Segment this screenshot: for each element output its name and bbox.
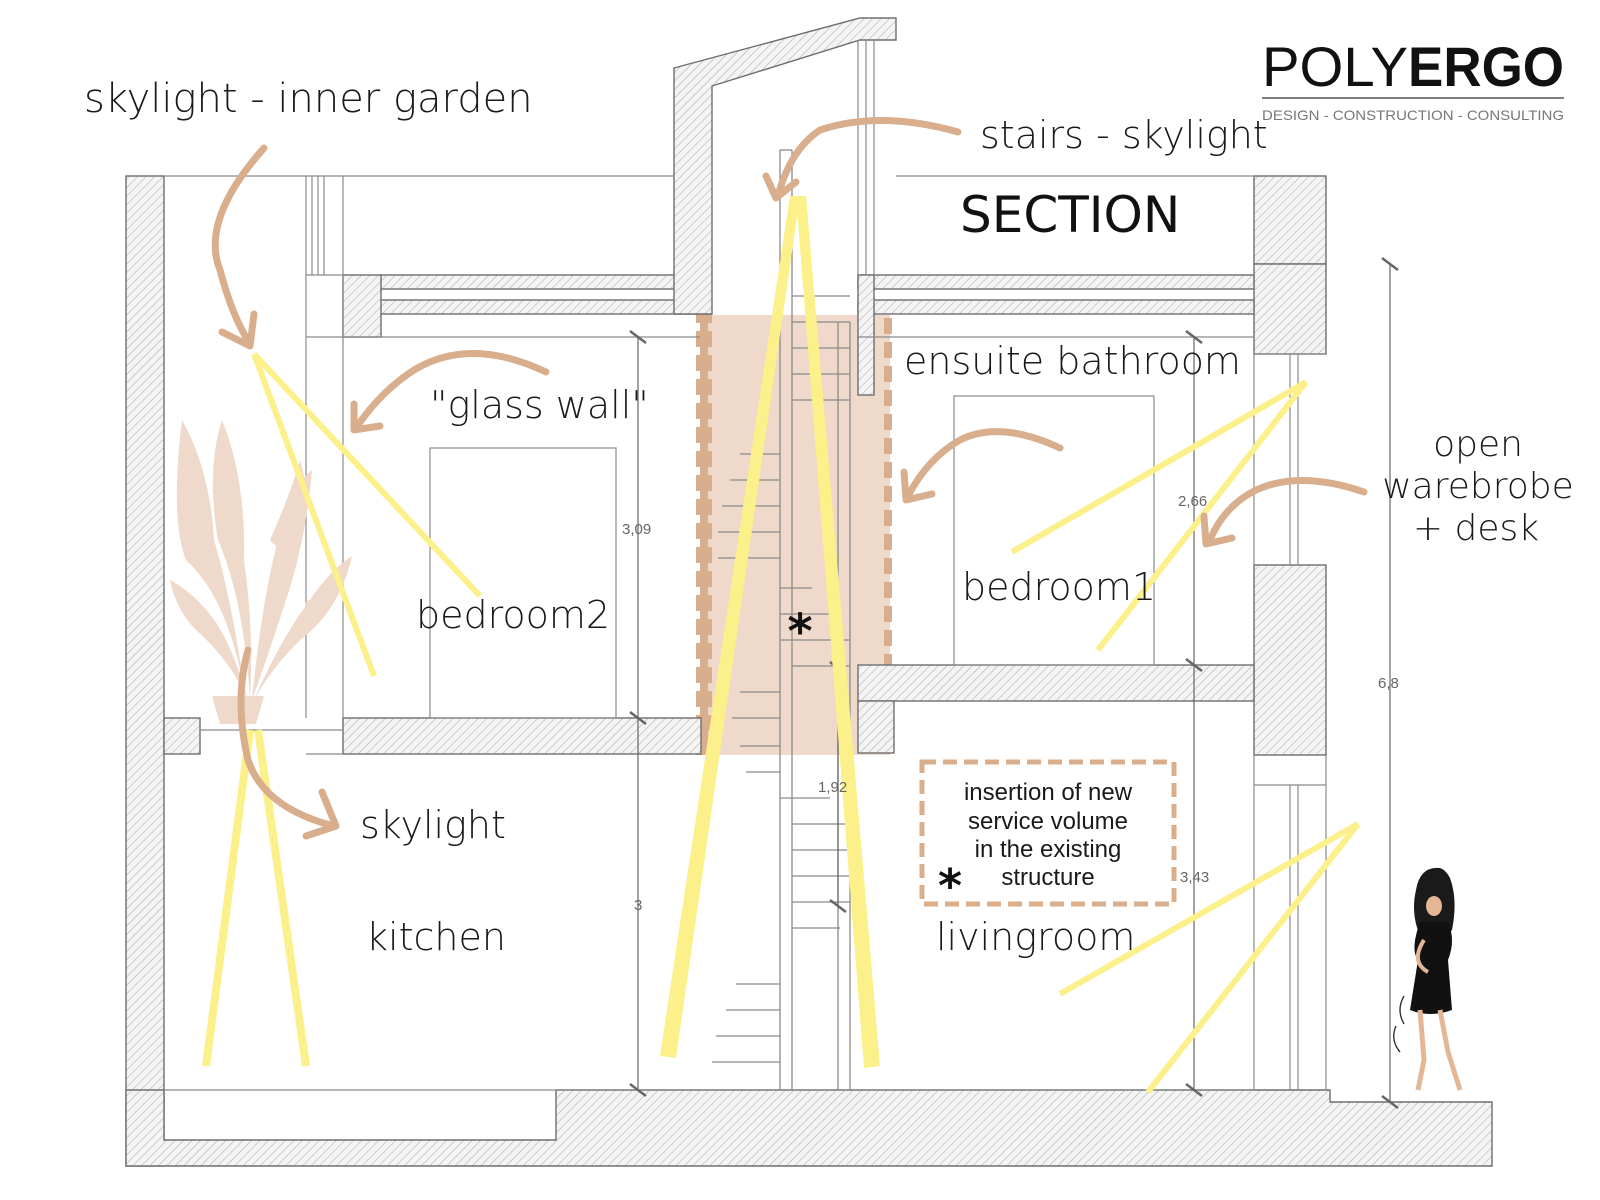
label-open-wardrobe-3: + desk [1413, 508, 1539, 549]
dimension-3: 3 [634, 897, 642, 914]
note-line-3: in the existing [975, 836, 1122, 863]
dimension-192: 1,92 [818, 779, 847, 796]
stair-asterisk: * [787, 604, 812, 660]
logo-ergo: ERGO [1408, 35, 1564, 98]
plant-illustration [170, 420, 352, 724]
note-asterisk: * [938, 859, 962, 913]
finish-lines [164, 40, 1327, 1091]
label-skylight-inner-garden: skylight - inner garden [84, 76, 533, 122]
polyergo-logo: POLY ERGO DESIGN - CONSTRUCTION - CONSUL… [1262, 35, 1564, 123]
note-line-1: insertion of new [964, 779, 1133, 806]
label-stairs-skylight: stairs - skylight [980, 113, 1268, 157]
dimension-343: 3,43 [1180, 869, 1209, 886]
light-rays [202, 196, 1361, 1094]
label-open-wardrobe-2: warebrobe [1382, 466, 1574, 507]
label-kitchen: kitchen [366, 915, 506, 959]
service-volume-note: insertion of new service volume in the e… [919, 759, 1177, 913]
building-structure [125, 17, 1493, 1167]
note-line-2: service volume [968, 808, 1128, 835]
label-skylight: skylight [360, 803, 506, 847]
page-title: SECTION [960, 186, 1180, 244]
logo-poly: POLY [1262, 35, 1408, 98]
label-ensuite-bathroom: ensuite bathroom [904, 339, 1241, 383]
label-bedroom1: bedroom1 [962, 565, 1156, 609]
label-open-wardrobe-1: open [1433, 424, 1523, 465]
annotation-arrows [211, 117, 1368, 840]
label-livingroom: livingroom [936, 915, 1135, 959]
label-bedroom2: bedroom2 [416, 593, 610, 637]
logo-tagline: DESIGN - CONSTRUCTION - CONSULTING [1262, 107, 1564, 123]
dimension-266: 2,66 [1178, 493, 1207, 510]
dimension-309: 3,09 [622, 521, 651, 538]
dimension-68: 6,8 [1378, 675, 1399, 692]
note-line-4: structure [1001, 864, 1094, 891]
label-glass-wall: "glass wall" [430, 383, 649, 427]
person-silhouette [1393, 867, 1463, 1091]
